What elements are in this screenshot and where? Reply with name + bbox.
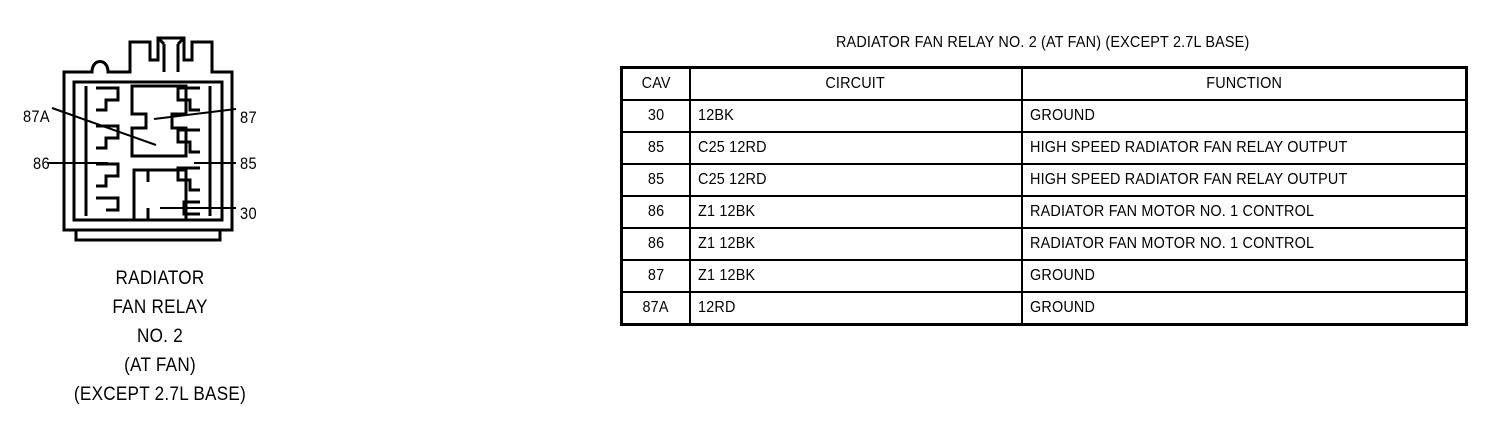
- cell-circuit: Z1 12BK: [688, 259, 1023, 293]
- cell-circuit: C25 12RD: [688, 163, 1023, 197]
- cavity-right-upper: [176, 86, 200, 112]
- pin-label-87a: 87A: [22, 107, 50, 126]
- leader-line-87a: [51, 107, 157, 146]
- cell-circuit: Z1 12BK: [688, 227, 1023, 261]
- connector-shell-outline: [62, 36, 234, 232]
- cell-function: RADIATOR FAN MOTOR NO. 1 CONTROL: [1020, 227, 1468, 261]
- cell-cav: 30: [620, 99, 691, 133]
- pinout-table-body: 30 12BK GROUND 85 C25 12RD HIGH SPEED RA…: [620, 99, 1468, 326]
- cavity-center-upper: [130, 84, 188, 158]
- cell-circuit: Z1 12BK: [688, 195, 1023, 229]
- cavity-left-bottom: [96, 196, 120, 212]
- cell-function: RADIATOR FAN MOTOR NO. 1 CONTROL: [1020, 195, 1468, 229]
- caption-line-5: (EXCEPT 2.7L BASE): [73, 384, 247, 405]
- table-title: RADIATOR FAN RELAY NO. 2 (AT FAN) (EXCEP…: [620, 34, 1465, 52]
- relay-connector-diagram: 87A 86 87 85 30: [8, 18, 308, 248]
- connector-panel: 87A 86 87 85 30 RADIATOR FAN RELAY NO. 2…: [0, 0, 600, 442]
- caption-line-1: RADIATOR: [115, 268, 205, 289]
- cavity-left-upper: [96, 86, 120, 112]
- column-header-cav-text: CAV: [641, 75, 671, 92]
- table-row: 87A 12RD GROUND: [620, 291, 1468, 326]
- leader-line-87: [153, 108, 237, 120]
- table-row: 85 C25 12RD HIGH SPEED RADIATOR FAN RELA…: [620, 163, 1468, 197]
- cell-circuit: 12RD: [688, 291, 1023, 326]
- table-row: 87 Z1 12BK GROUND: [620, 259, 1468, 293]
- caption-line-3: NO. 2: [136, 326, 184, 347]
- caption-line-4: (AT FAN): [124, 355, 196, 376]
- connector-caption: RADIATOR FAN RELAY NO. 2 (AT FAN) (EXCEP…: [0, 264, 320, 409]
- column-header-cav: CAV: [620, 66, 691, 101]
- cell-function: GROUND: [1020, 99, 1468, 133]
- column-header-function-text: FUNCTION: [1205, 75, 1282, 92]
- latch-tab-chamfer: [156, 36, 186, 46]
- cavity-right-mid: [176, 128, 200, 154]
- table-row: 86 Z1 12BK RADIATOR FAN MOTOR NO. 1 CONT…: [620, 195, 1468, 229]
- cell-function: GROUND: [1020, 291, 1468, 326]
- pin-label-85: 85: [240, 154, 257, 173]
- table-row: 86 Z1 12BK RADIATOR FAN MOTOR NO. 1 CONT…: [620, 227, 1468, 261]
- table-header-row: CAV CIRCUIT FUNCTION: [620, 66, 1468, 101]
- pinout-table-panel: RADIATOR FAN RELAY NO. 2 (AT FAN) (EXCEP…: [620, 0, 1504, 442]
- connector-base-plinth: [74, 230, 222, 242]
- cell-function: HIGH SPEED RADIATOR FAN RELAY OUTPUT: [1020, 163, 1468, 197]
- cell-cav: 85: [620, 131, 691, 165]
- pin-label-86: 86: [33, 154, 50, 173]
- cavity-left-lower: [96, 162, 120, 188]
- table-row: 85 C25 12RD HIGH SPEED RADIATOR FAN RELA…: [620, 131, 1468, 165]
- cell-function: HIGH SPEED RADIATOR FAN RELAY OUTPUT: [1020, 131, 1468, 165]
- cavity-left-mid: [96, 124, 120, 150]
- column-header-circuit-text: CIRCUIT: [825, 75, 886, 92]
- column-header-function: FUNCTION: [1020, 66, 1468, 101]
- cell-circuit: C25 12RD: [688, 131, 1023, 165]
- cell-cav: 86: [620, 227, 691, 261]
- cell-cav: 86: [620, 195, 691, 229]
- column-header-circuit: CIRCUIT: [688, 66, 1023, 101]
- pinout-table: CAV CIRCUIT FUNCTION 30 12BK GROUND 85 C…: [620, 66, 1468, 326]
- cell-cav: 85: [620, 163, 691, 197]
- pin-label-87: 87: [240, 108, 257, 127]
- table-row: 30 12BK GROUND: [620, 99, 1468, 133]
- cell-circuit: 12BK: [688, 99, 1023, 133]
- cavity-right-lower: [176, 166, 200, 192]
- table-title-text: RADIATOR FAN RELAY NO. 2 (AT FAN) (EXCEP…: [835, 34, 1250, 51]
- cell-function: GROUND: [1020, 259, 1468, 293]
- cavity-center-lower: [132, 168, 188, 222]
- cell-cav: 87A: [620, 291, 691, 326]
- connector-face-view-svg: [48, 36, 237, 242]
- latch-tab-detail: [162, 44, 180, 72]
- pin-label-30: 30: [240, 204, 257, 223]
- caption-line-2: FAN RELAY: [112, 297, 208, 318]
- cell-cav: 87: [620, 259, 691, 293]
